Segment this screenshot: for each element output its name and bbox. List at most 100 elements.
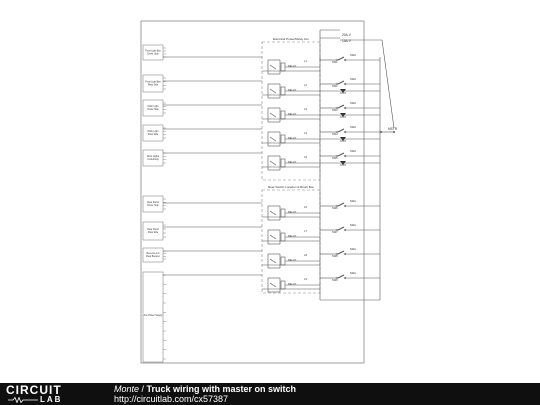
- load-label: Driver Side: [147, 204, 159, 207]
- relay-frame: [267, 59, 281, 75]
- relay-coil: [280, 158, 286, 168]
- load-label: Reverse Aux: [146, 252, 160, 255]
- bus-lines: [319, 57, 381, 301]
- relay-contact: [269, 234, 277, 240]
- relay-label: RELAY: [288, 160, 297, 164]
- relay-label: RELAY: [288, 258, 297, 262]
- load-label: Driver Side: [147, 108, 159, 111]
- relay-frame: [267, 131, 281, 147]
- author-name[interactable]: Monte: [114, 384, 140, 394]
- load-label: Driver Side: [147, 53, 159, 56]
- schematic-border: [140, 20, 365, 364]
- load-label: Pass Side: [148, 232, 159, 234]
- load-box: [142, 44, 164, 61]
- relay-coil: [280, 134, 286, 144]
- title-separator: /: [139, 384, 147, 394]
- load-label: Ditch Light: [148, 130, 159, 133]
- switch-type-label: SWA: [350, 53, 356, 57]
- switch-type-label: SWA: [350, 247, 356, 251]
- switch-terminal: [335, 82, 339, 86]
- load-box: [142, 74, 164, 93]
- logo-text-top: CIRCUIT: [6, 383, 62, 397]
- switch-type-label: SWA: [350, 149, 356, 153]
- relay-frame: [267, 107, 281, 123]
- switch-terminal: [335, 252, 339, 256]
- load-label: Pass Side: [148, 85, 159, 87]
- switch-type-label: SWA: [350, 223, 356, 227]
- switch-type-label: SWA: [350, 77, 356, 81]
- circuit-url[interactable]: http://circuitlab.com/cx57387: [114, 394, 229, 404]
- relay-contact-label: L6: [304, 205, 307, 209]
- load-box: [142, 149, 164, 167]
- relay-label: RELAY: [288, 210, 297, 214]
- load-label: Rear Flood: [147, 228, 159, 231]
- switch-label: SW6: [332, 206, 338, 210]
- circuitlab-logo[interactable]: CIRCUIT LAB: [6, 384, 92, 404]
- relay-contact: [269, 160, 277, 166]
- relay-contact-label: L7: [304, 229, 307, 233]
- switch-label: SW2: [332, 84, 338, 88]
- switch-lever: [337, 56, 345, 61]
- switch-type-label: SWA: [350, 271, 356, 275]
- load-box: [142, 247, 164, 263]
- relay-coil: [280, 280, 286, 290]
- load-block-9: Aux Power Supply: [142, 271, 166, 363]
- relay-coil: [280, 256, 286, 266]
- relay-contact: [269, 64, 277, 70]
- top-relay-box-title: Electrical Power/Relay box: [273, 37, 309, 41]
- relay-label: RELAY: [288, 136, 297, 140]
- relay-label: RELAY: [288, 64, 297, 68]
- relay-coil: [280, 208, 286, 218]
- load-label: Aux Power Supply: [144, 314, 164, 317]
- relay-coil: [280, 62, 286, 72]
- relay-contact: [269, 282, 277, 288]
- master-switch: MSTR: [379, 127, 398, 134]
- switch-type-label: SWA: [350, 125, 356, 129]
- relay-contact-label: L8: [304, 253, 307, 257]
- switch-lever: [337, 274, 345, 279]
- switch-lever: [337, 152, 345, 157]
- relay-contact: [269, 88, 277, 94]
- relay-coil: [280, 232, 286, 242]
- load-label: Front Light Bar: [145, 50, 160, 53]
- relay-frame: [267, 253, 281, 269]
- switch-terminal: [335, 228, 339, 232]
- relay-frame: [267, 205, 281, 221]
- switch-type-label: SWA: [350, 199, 356, 203]
- switch-terminal: [335, 276, 339, 280]
- relay-contact: [269, 258, 277, 264]
- switch-label: SW9: [332, 278, 338, 282]
- logo-text-bottom: LAB: [40, 395, 63, 404]
- circuit-title: Truck wiring with master on switch: [146, 384, 297, 394]
- switch-terminal: [335, 58, 339, 62]
- switch-lever: [337, 250, 345, 255]
- circuit-title-line: Monte / Truck wiring with master on swit…: [114, 384, 296, 395]
- relay-contact: [269, 112, 277, 118]
- switch-label: SW1: [332, 60, 338, 64]
- load-label: Rear Bumper: [146, 255, 160, 258]
- load-box: [142, 99, 164, 117]
- relay-contact: [269, 136, 277, 142]
- relay-label: RELAY: [288, 282, 297, 286]
- switch-lever: [337, 80, 345, 85]
- switch-label: SW4: [332, 132, 338, 136]
- relay-contact-label: L1: [304, 59, 307, 63]
- load-label: Front Light Bar: [145, 81, 160, 84]
- top-relay-box: [261, 41, 321, 181]
- switch-terminal: [335, 130, 339, 134]
- relay-contact-label: L4: [304, 131, 307, 135]
